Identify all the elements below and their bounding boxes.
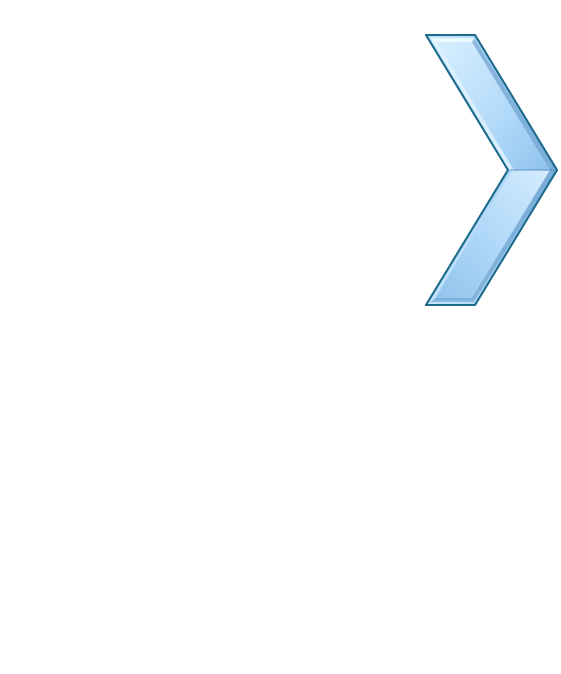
- chevron-highlight-bottom: [430, 298, 474, 302]
- chevron-highlight-top: [430, 38, 476, 42]
- chevron-highlight-left: [430, 38, 514, 170]
- chevron-right-icon[interactable]: [420, 30, 561, 310]
- chevron-lower-face: [434, 170, 550, 300]
- chevron-right-graphic: [425, 34, 558, 306]
- chevron-shadow-right: [472, 38, 556, 170]
- chevron-upper-face: [434, 40, 550, 170]
- chevron-shadow-lower-right: [472, 170, 556, 302]
- chevron-outline-stroke: [425, 34, 558, 306]
